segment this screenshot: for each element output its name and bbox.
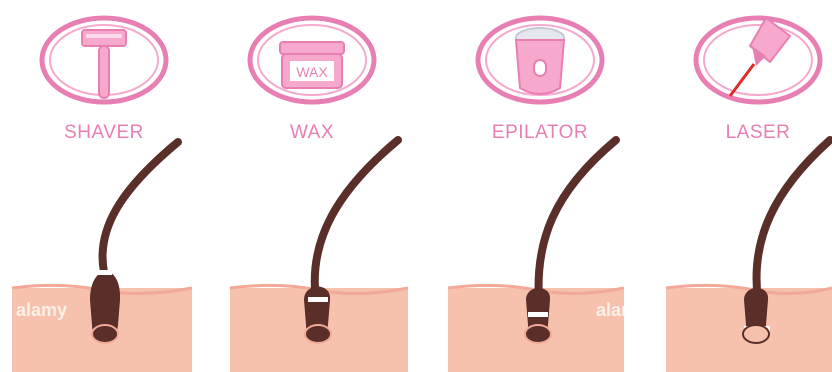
panel-laser: LASER <box>624 0 832 372</box>
method-label-laser: LASER <box>654 122 832 144</box>
method-label-wax: WAX <box>208 122 416 144</box>
watermark-text-2: alamy <box>596 300 647 321</box>
laser-icon <box>696 18 820 102</box>
epilator-icon <box>478 18 602 102</box>
laser-illustration <box>624 0 832 372</box>
razor-icon <box>42 18 166 102</box>
watermark-text: alamy <box>16 300 67 321</box>
wax-jar-icon: WAX <box>250 18 374 102</box>
epilator-illustration <box>416 0 624 372</box>
panel-epilator: EPILATOR <box>416 0 624 372</box>
method-label-shaver: SHAVER <box>0 122 208 144</box>
wax-jar-text: WAX <box>296 64 328 80</box>
panel-wax: WAX WAX <box>208 0 416 372</box>
wax-illustration: WAX <box>208 0 416 372</box>
method-label-epilator: EPILATOR <box>436 122 644 144</box>
